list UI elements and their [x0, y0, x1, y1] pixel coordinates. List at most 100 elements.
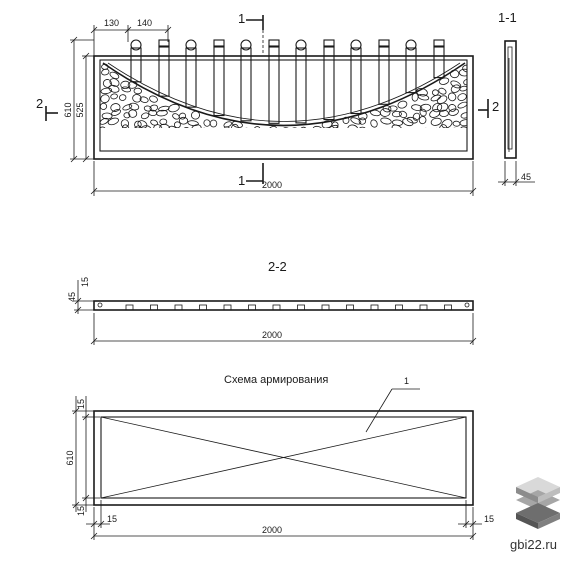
stone	[428, 133, 440, 140]
section-1-1-view: 1-1 45	[498, 10, 535, 186]
section-2-2-view: 2-2 45 15 2000	[67, 259, 477, 345]
stone	[372, 130, 381, 135]
stone	[448, 104, 457, 112]
dim-height-total: 610	[63, 102, 73, 117]
picket-cap	[295, 39, 307, 51]
stone	[132, 94, 142, 103]
stone	[119, 94, 127, 101]
stone	[419, 108, 427, 117]
stone	[187, 120, 199, 127]
stone	[180, 145, 189, 154]
svg-text:2: 2	[492, 99, 499, 114]
stone	[209, 119, 218, 128]
reinforcement-scheme-view: Схема армирования 1 610 15 15	[65, 374, 494, 540]
stone	[338, 129, 348, 135]
picket	[158, 45, 170, 97]
picket	[185, 47, 197, 108]
stone	[450, 80, 462, 89]
picket	[213, 45, 225, 117]
stone	[203, 119, 211, 127]
stone	[121, 143, 129, 150]
stone	[252, 132, 261, 141]
stone	[110, 143, 119, 149]
stone-texture	[100, 63, 467, 154]
elevation-view: 130 140 610 525 2 2	[36, 11, 499, 196]
picket-cap	[433, 39, 445, 48]
stone	[417, 93, 430, 101]
dim-picket-b: 140	[137, 18, 152, 28]
stone	[102, 79, 112, 88]
stone	[242, 141, 252, 147]
stone	[150, 119, 158, 126]
stone	[231, 123, 239, 128]
stone	[450, 127, 461, 128]
picket-cap	[185, 39, 197, 51]
stone	[121, 86, 132, 93]
section-cut-2-right: 2	[478, 99, 499, 118]
arch-curve	[102, 62, 466, 127]
stone	[459, 133, 467, 141]
dim-height-panel: 525	[75, 102, 85, 117]
notch	[444, 304, 452, 311]
notch	[395, 304, 403, 311]
stone	[168, 103, 180, 113]
stone	[380, 133, 388, 141]
stone	[110, 103, 121, 112]
stone	[169, 134, 178, 140]
stone	[182, 136, 190, 143]
section-2-2-thickness: 45	[67, 292, 77, 302]
stone	[430, 94, 442, 102]
stone	[231, 137, 239, 143]
picket-cap	[158, 39, 170, 48]
stone	[100, 117, 109, 125]
notch	[199, 304, 207, 311]
stone	[239, 131, 252, 143]
stone	[412, 144, 420, 151]
picket-cap	[240, 39, 252, 51]
stone	[261, 129, 270, 136]
stone	[120, 119, 130, 128]
stone	[421, 127, 430, 128]
stone	[133, 136, 140, 142]
stone	[129, 141, 139, 150]
stone	[281, 135, 291, 142]
stone	[380, 117, 392, 125]
section-1-1-title: 1-1	[498, 10, 517, 25]
stone	[433, 127, 441, 128]
stone	[268, 125, 277, 128]
stone	[308, 140, 318, 148]
stone	[299, 126, 308, 128]
picket-cap	[268, 39, 280, 48]
stone	[100, 102, 108, 110]
stone	[100, 87, 113, 95]
stone	[143, 105, 152, 112]
stone	[312, 125, 323, 128]
stone	[388, 105, 398, 112]
section-cut-1-top: 1	[238, 11, 264, 55]
stone	[418, 116, 427, 125]
reinforcement-left-cover: 15	[107, 514, 117, 524]
reinforcement-title: Схема армирования	[224, 374, 328, 386]
stone	[208, 132, 218, 142]
stone	[440, 145, 451, 152]
picket	[268, 45, 280, 124]
stone	[290, 135, 298, 141]
stone	[379, 108, 391, 117]
stone	[100, 126, 106, 128]
stone	[358, 112, 368, 121]
stone	[347, 124, 359, 128]
stone	[152, 143, 159, 149]
stone	[123, 134, 130, 142]
stone	[457, 101, 467, 109]
stone	[191, 124, 202, 128]
picket	[378, 45, 390, 105]
stone	[391, 110, 402, 118]
stone	[108, 84, 120, 93]
stone	[319, 135, 329, 143]
stone	[158, 105, 170, 112]
stone	[208, 141, 217, 149]
stone	[153, 135, 162, 142]
stone	[452, 120, 461, 127]
stone	[159, 123, 171, 128]
